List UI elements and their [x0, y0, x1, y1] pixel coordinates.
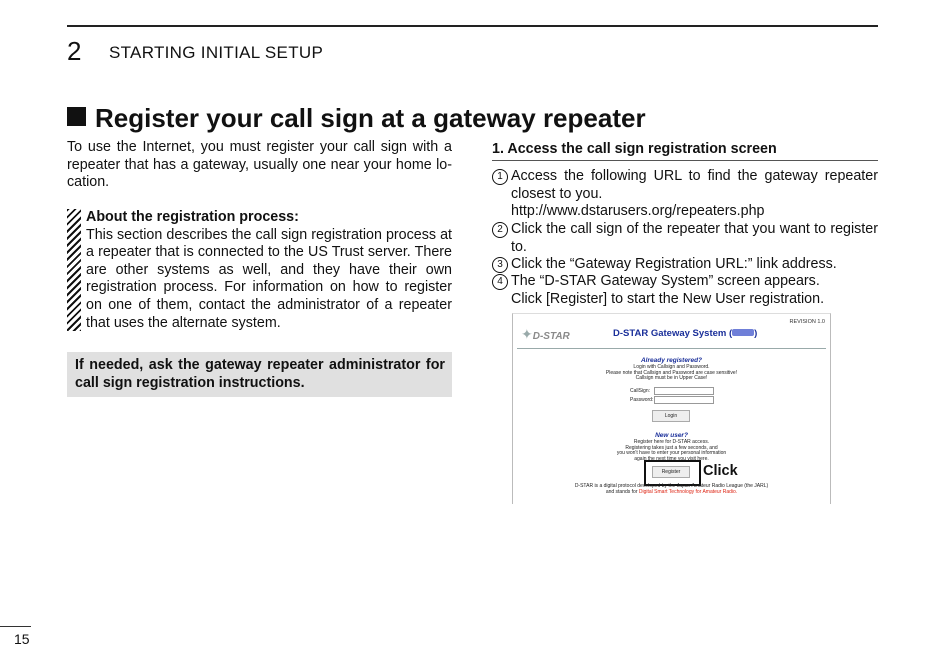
login-button[interactable]: Login	[652, 410, 690, 422]
step-text-3: Click the “Gateway Registration URL:” li…	[511, 256, 837, 272]
star-logo-icon: ✦	[521, 326, 533, 342]
step-number-1: 1	[492, 169, 508, 185]
intro-paragraph: To use the Internet, you must register y…	[67, 139, 452, 191]
note-title: About the registration process:	[86, 209, 299, 225]
gateway-title-text: D-STAR Gateway System (	[613, 328, 733, 339]
new-user-line-4: again the next time you visit here.	[634, 455, 709, 462]
password-input[interactable]	[654, 396, 714, 404]
page-rule	[0, 626, 31, 627]
callsign-label: CallSign:	[630, 388, 651, 394]
step-item-3: 3 Click the “Gateway Registration URL:” …	[492, 256, 878, 274]
chapter-title: STARTING INITIAL SETUP	[109, 43, 324, 62]
gateway-screenshot: REVISION 1.0 ✦D-STAR D-STAR Gateway Syst…	[512, 313, 831, 504]
step-text-1: Access the following URL to find the gat…	[511, 168, 878, 202]
login-line-3: Callsign must be in Upper Case!	[635, 375, 708, 381]
step-text-4: The “D-STAR Gateway System” screen appea…	[511, 273, 820, 289]
step-number-3: 3	[492, 257, 508, 273]
step-number-2: 2	[492, 222, 508, 238]
step-item-2: 2 Click the call sign of the repeater th…	[492, 221, 878, 256]
step-number-4: 4	[492, 274, 508, 290]
note-hatch-icon	[67, 209, 81, 331]
page-number: 15	[14, 631, 30, 647]
register-highlight-frame	[644, 460, 701, 486]
register-button[interactable]: Register	[652, 466, 690, 478]
dstar-logo: ✦D-STAR	[521, 326, 570, 343]
revision-label: REVISION 1.0	[789, 319, 825, 325]
note-body: This section describes the call sign reg…	[86, 226, 452, 331]
blurred-callsign	[732, 329, 755, 336]
footer-line-1: D-STAR is a digital protocol developed b…	[574, 483, 769, 489]
step-title: 1. Access the call sign registration scr…	[492, 141, 777, 157]
section-heading: Register your call sign at a gateway rep…	[67, 102, 646, 134]
login-line-1: Login with Callsign and Password.	[633, 364, 710, 370]
chapter-number: 2	[67, 36, 82, 66]
gateway-title-end: )	[754, 328, 758, 339]
top-rule	[67, 25, 878, 27]
login-line-2: Please note that Callsign and Password a…	[605, 369, 738, 376]
step-text-2: Click the call sign of the repeater that…	[511, 221, 878, 255]
footer-line-2: and stands for Digital Smart Technology …	[513, 488, 830, 496]
callsign-input[interactable]	[654, 387, 714, 395]
new-user-line-1: Register here for D-STAR access.	[633, 439, 710, 445]
click-label: Click	[703, 463, 738, 479]
note-box: About the registration process: This sec…	[86, 209, 452, 332]
gateway-title: D-STAR Gateway System ()	[613, 328, 757, 339]
new-user-heading: New user?	[655, 432, 688, 439]
callout-box: If needed, ask the gateway repeater admi…	[67, 352, 452, 397]
logo-text: D-STAR	[532, 331, 570, 342]
repeaters-url: http://www.dstarusers.org/repeaters.php	[511, 203, 765, 220]
step-item-4: 4 The “D-STAR Gateway System” screen app…	[492, 273, 878, 308]
callout-text: If needed, ask the gateway repeater admi…	[75, 357, 445, 391]
password-label: Password:	[630, 397, 654, 403]
step-text-4b: Click [Register] to start the New User r…	[511, 290, 825, 307]
screenshot-divider	[517, 348, 826, 349]
footer-line-2b: Digital Smart Technology for Amateur Rad…	[638, 488, 738, 495]
section-title: Register your call sign at a gateway rep…	[95, 103, 646, 133]
step-rule	[492, 160, 878, 161]
new-user-line-3: you won't have to enter your personal in…	[616, 450, 727, 456]
new-user-line-2: Registering takes just a few seconds, an…	[625, 444, 718, 451]
square-bullet-icon	[67, 107, 86, 126]
footer-line-2a: and stands for	[605, 488, 639, 495]
already-registered-heading: Already registered?	[640, 357, 703, 364]
step-item-1: 1 Access the following URL to find the g…	[492, 168, 878, 221]
